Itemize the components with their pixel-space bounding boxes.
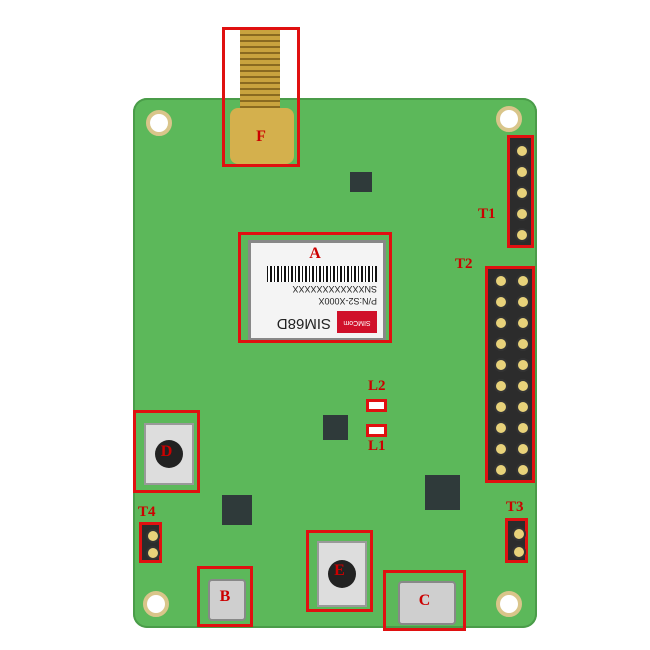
led-l1 (366, 424, 387, 437)
header-pin (494, 379, 508, 393)
ic (323, 415, 348, 440)
label-t1: T1 (478, 206, 496, 222)
header-pin (516, 463, 530, 477)
usb-port-c: C (383, 570, 466, 631)
header-pin (516, 337, 530, 351)
antenna-connector-thread (240, 30, 280, 110)
ic (425, 475, 460, 510)
label-t3: T3 (506, 499, 524, 515)
header-pin (494, 442, 508, 456)
header-pin (494, 274, 508, 288)
label-b: B (219, 587, 231, 605)
mounting-hole (146, 110, 172, 136)
label-t4: T4 (138, 504, 156, 520)
header-pin (516, 295, 530, 309)
label-d: D (160, 442, 173, 460)
label-l1: L1 (368, 438, 386, 454)
label-box-a: A (238, 232, 392, 343)
header-pin (516, 274, 530, 288)
header-pin (494, 316, 508, 330)
header-pin (494, 400, 508, 414)
button-e: E (306, 530, 373, 612)
header-pin (494, 337, 508, 351)
mounting-hole (496, 106, 522, 132)
header-pin (516, 316, 530, 330)
header-pin (516, 400, 530, 414)
usb-port-b: B (197, 566, 253, 627)
sma-connector (230, 108, 294, 164)
header-t1 (507, 135, 534, 248)
header-t4 (139, 522, 162, 563)
pcb-board (133, 98, 537, 628)
label-t2: T2 (455, 256, 473, 272)
header-pin (494, 421, 508, 435)
label-l2: L2 (368, 378, 386, 394)
label-e: E (334, 562, 345, 579)
led-l2 (366, 399, 387, 412)
header-t2 (485, 266, 535, 483)
label-f: F (256, 128, 266, 146)
ic (350, 172, 372, 192)
ic (222, 495, 252, 525)
header-pin (516, 421, 530, 435)
header-pin (494, 358, 508, 372)
header-pin (516, 442, 530, 456)
header-t3 (505, 518, 528, 563)
mounting-hole (143, 591, 169, 617)
gnss-module: SIMCom SIM68D P/N:S2-X000X SNXXXXXXXXXXX… (248, 240, 386, 341)
header-pin (516, 379, 530, 393)
mounting-hole (496, 591, 522, 617)
header-pin (516, 358, 530, 372)
button-d: D (133, 410, 200, 493)
label-a: A (309, 244, 321, 262)
label-box-f: F (222, 27, 300, 167)
header-pin (494, 295, 508, 309)
label-c: C (418, 591, 431, 609)
header-pin (494, 463, 508, 477)
